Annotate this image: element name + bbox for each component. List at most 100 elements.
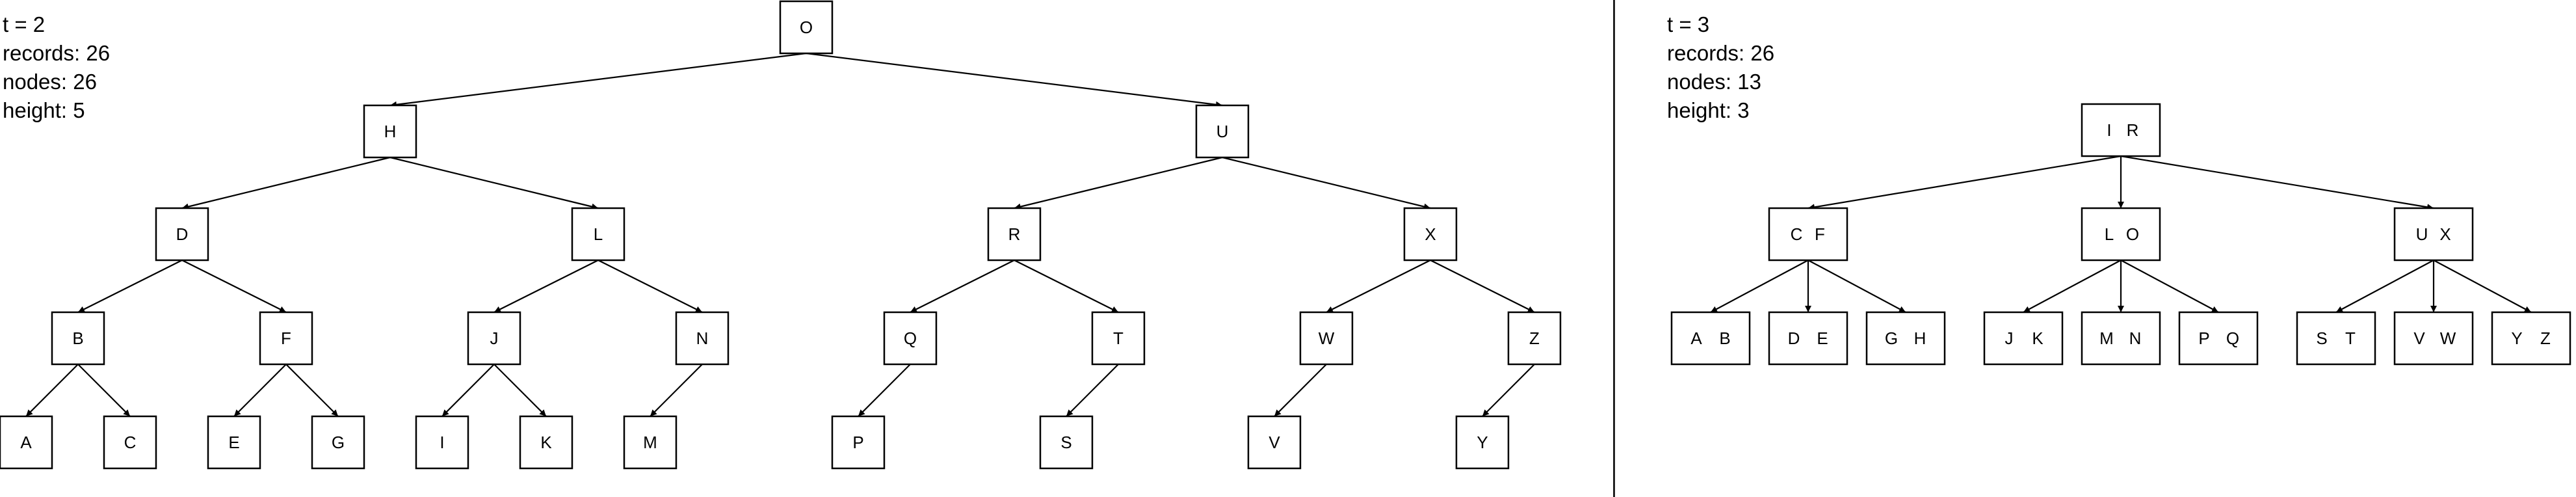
tree-node: O [779,0,834,55]
tree-edge [77,260,183,313]
tree-node: U [1195,104,1250,159]
stats-panel-t3: t = 3 records: 26 nodes: 13 height: 3 [1667,10,1774,125]
node-key: G [1885,329,1898,348]
tree-node: G [311,415,365,470]
tree-node: T [1091,311,1146,366]
node-key: T [2345,329,2356,348]
tree-edge [77,364,131,417]
stat-height: height: 5 [3,98,85,122]
edges [25,52,1535,417]
node-key: X [1425,224,1436,244]
tree-edge [1710,260,1809,313]
tree-node: W [1299,311,1354,366]
tree-edge [493,260,599,313]
node-box [1195,104,1250,159]
tree-node: M [623,415,677,470]
node-key: L [594,224,603,244]
node-key: F [281,329,291,348]
tree-edge [1274,364,1327,417]
stat-records: records: 26 [3,41,111,65]
node-key: C [124,433,137,452]
node-box [1403,207,1458,262]
node-box [259,311,313,366]
node-key: P [852,433,863,452]
node-key: O [800,18,813,37]
node-key: J [2005,329,2014,348]
tree-node: Q [883,311,938,366]
tree-node: E [207,415,261,470]
tree-node: Y [1455,415,1510,470]
node-box [1983,311,2064,366]
node-key: Q [2226,329,2239,348]
tree-edge [1326,260,1431,313]
tree-edge [1222,156,1431,210]
node-box [2393,207,2474,262]
tree-node: S [1039,415,1094,470]
tree-node: Z [1507,311,1562,366]
node-box [2491,311,2571,366]
tree-edge [25,364,79,417]
stats-panel-t2: t = 2 records: 26 nodes: 26 height: 5 [3,10,110,125]
tree-node: N [675,311,729,366]
node-box [987,207,1042,262]
tree-edge [1066,364,1119,417]
node-key: W [1319,329,1335,348]
tree-edge [1014,260,1119,313]
tree-edge [2120,260,2219,313]
node-key: G [332,433,345,452]
node-key: E [1817,329,1828,348]
node-box [1670,311,1751,366]
node-box [779,0,834,55]
tree-node: H [363,104,417,159]
node-box [415,415,469,470]
node-key: H [1914,329,1926,348]
node-box [2178,311,2259,366]
node-box [2393,311,2474,366]
tree-node: R [987,207,1042,262]
tree-node: P [831,415,886,470]
node-box [467,311,521,366]
tree-node: A [0,415,53,470]
tree-edge [598,260,703,313]
node-key: Z [2540,329,2551,348]
node-key: U [2416,224,2428,244]
tree-node: J [467,311,521,366]
tree-node: F [259,311,313,366]
node-box [1768,311,1848,366]
stat-nodes: nodes: 26 [3,70,97,94]
tree-edge [181,156,391,210]
tree-edge [2023,260,2122,313]
node-box [623,415,677,470]
tree-node: B [51,311,105,366]
node-key: S [1060,433,1071,452]
edges [1710,155,2532,313]
node-box [1247,415,1302,470]
node-key: J [490,329,499,348]
node-box [2081,311,2161,366]
tree-node: V [1247,415,1302,470]
tree-edge [493,364,547,417]
tree-edge [389,52,807,108]
node-box [1455,415,1510,470]
node-key: M [2099,329,2114,348]
node-key: P [2198,329,2209,348]
stat-nodes: nodes: 13 [1667,70,1761,94]
node-key: B [1719,329,1730,348]
node-key: Z [1529,329,1540,348]
tree-edge [2433,260,2532,313]
tree-edge [806,52,1223,108]
stat-height: height: 3 [1667,98,1750,122]
node-key: C [1791,224,1803,244]
node-box [1091,311,1146,366]
tree-edge [858,364,911,417]
